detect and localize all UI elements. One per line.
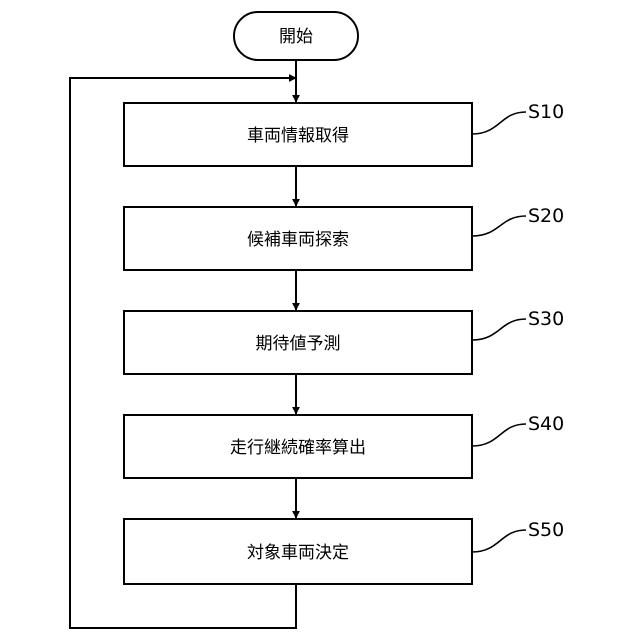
step-label-s20: 候補車両探索 [247,230,349,250]
start-label: 開始 [279,27,313,47]
leader-s50 [472,530,526,552]
step-label-s10: 車両情報取得 [247,126,349,146]
step-label-s40: 走行継続確率算出 [230,438,366,458]
step-id-s50: S50 [528,519,564,541]
step-id-s20: S20 [528,205,564,227]
step-id-s30: S30 [528,308,564,330]
step-label-s50: 対象車両決定 [247,543,349,563]
leader-s30 [472,319,526,340]
step-label-s30: 期待値予測 [256,334,341,354]
leader-s20 [472,216,526,236]
step-id-s40: S40 [528,413,564,435]
leader-s10 [472,112,526,134]
step-id-s10: S10 [528,101,564,123]
leader-s40 [472,424,526,446]
